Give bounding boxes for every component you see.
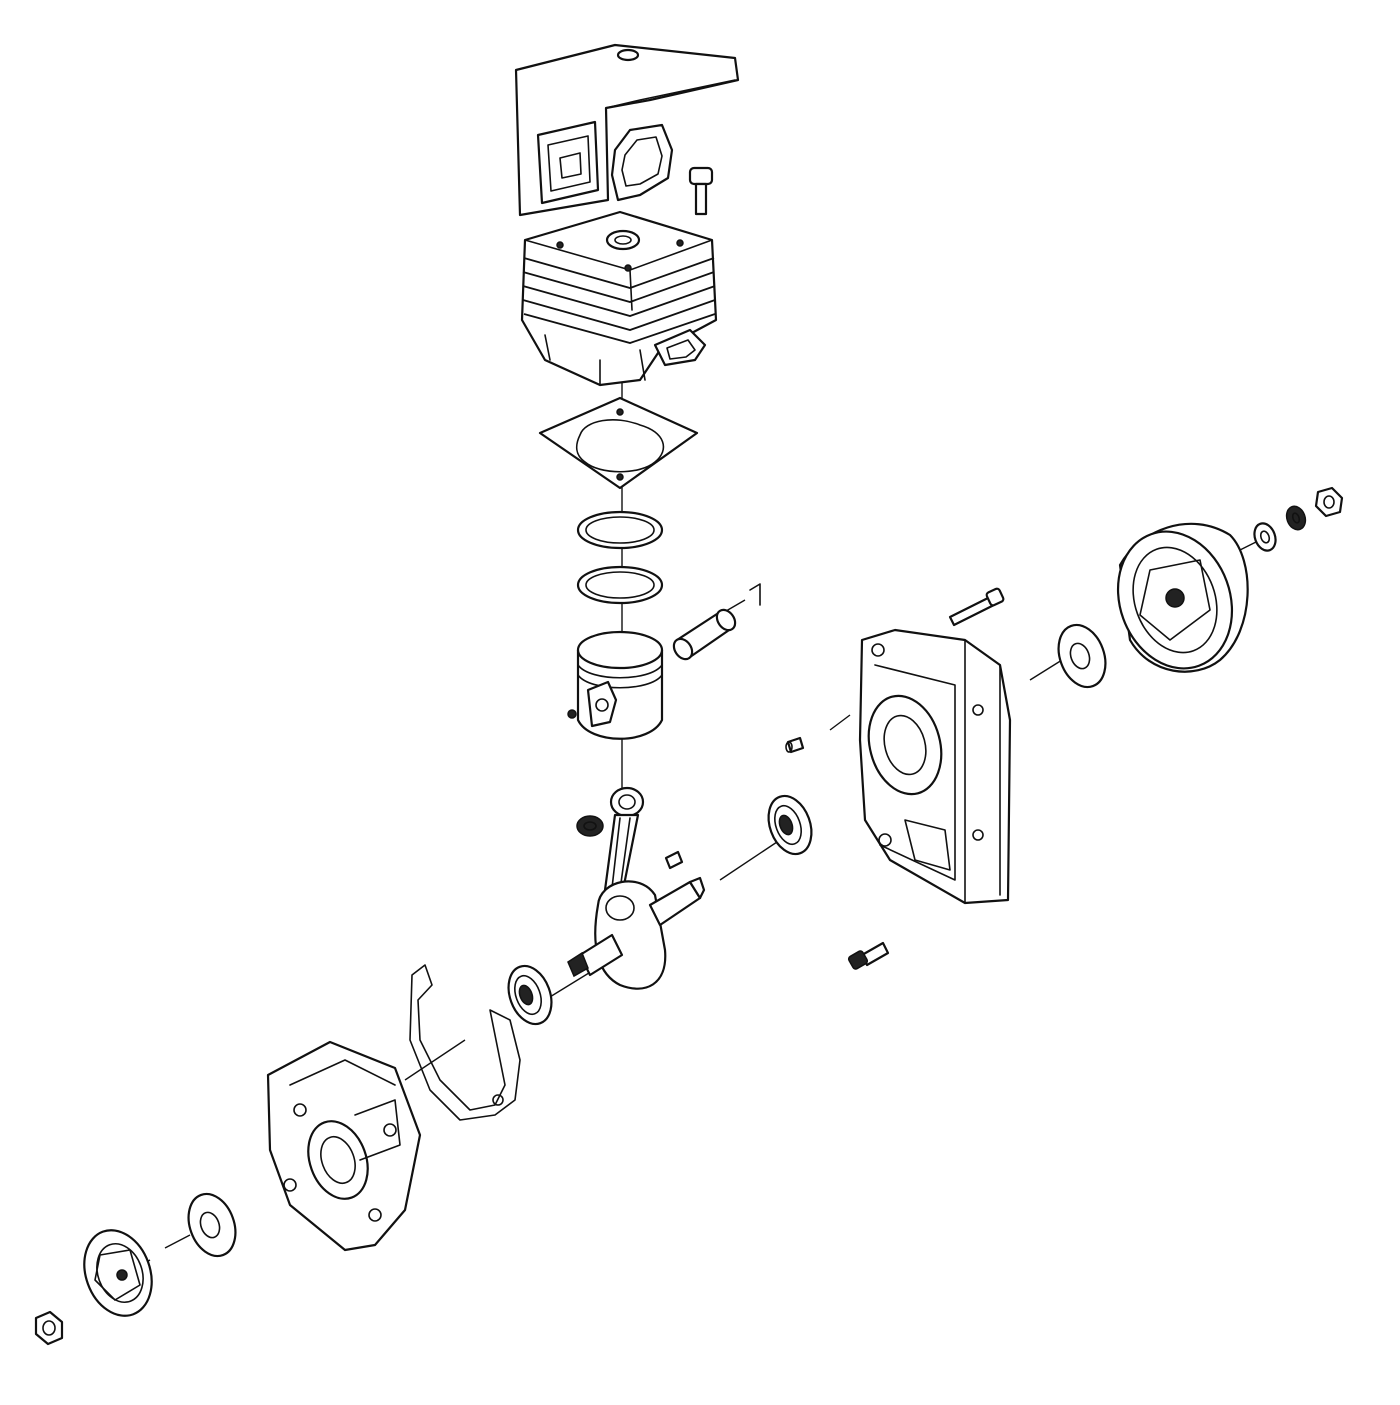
clutch-drum: [1116, 522, 1249, 673]
main-bearing-left: [507, 964, 553, 1026]
cylinder-base-gasket: [538, 396, 699, 490]
piston-circlip: [567, 583, 761, 719]
crankshaft: [567, 876, 706, 990]
connecting-rod: [603, 786, 645, 897]
woodruff-key: [664, 850, 684, 870]
crankcase-gasket: [409, 964, 521, 1121]
heat-shield: [514, 43, 740, 217]
clutch-nut: [1314, 486, 1344, 518]
piston-ring-upper: [576, 510, 664, 550]
piston: [576, 630, 664, 740]
flywheel: [83, 1229, 153, 1317]
seal-left: [187, 1192, 237, 1258]
muffler-gasket: [610, 123, 674, 202]
screw: [847, 941, 890, 970]
dowel-pin: [785, 736, 805, 754]
wrist-pin: [672, 608, 737, 661]
crankcase-left: [266, 1040, 422, 1252]
seal-right: [1057, 623, 1107, 689]
cylinder: [520, 210, 718, 387]
main-bearing-right: [767, 794, 813, 856]
muffler-bolt: [688, 166, 714, 216]
flywheel-nut: [34, 1310, 64, 1346]
clutch-washer: [1253, 522, 1277, 552]
crankcase-bolt: [948, 587, 1005, 627]
piston-ring-lower: [576, 565, 664, 605]
crankcase-right: [858, 628, 1012, 905]
needle-bearing: [576, 815, 604, 837]
clutch-spring-washer: [1285, 505, 1307, 531]
